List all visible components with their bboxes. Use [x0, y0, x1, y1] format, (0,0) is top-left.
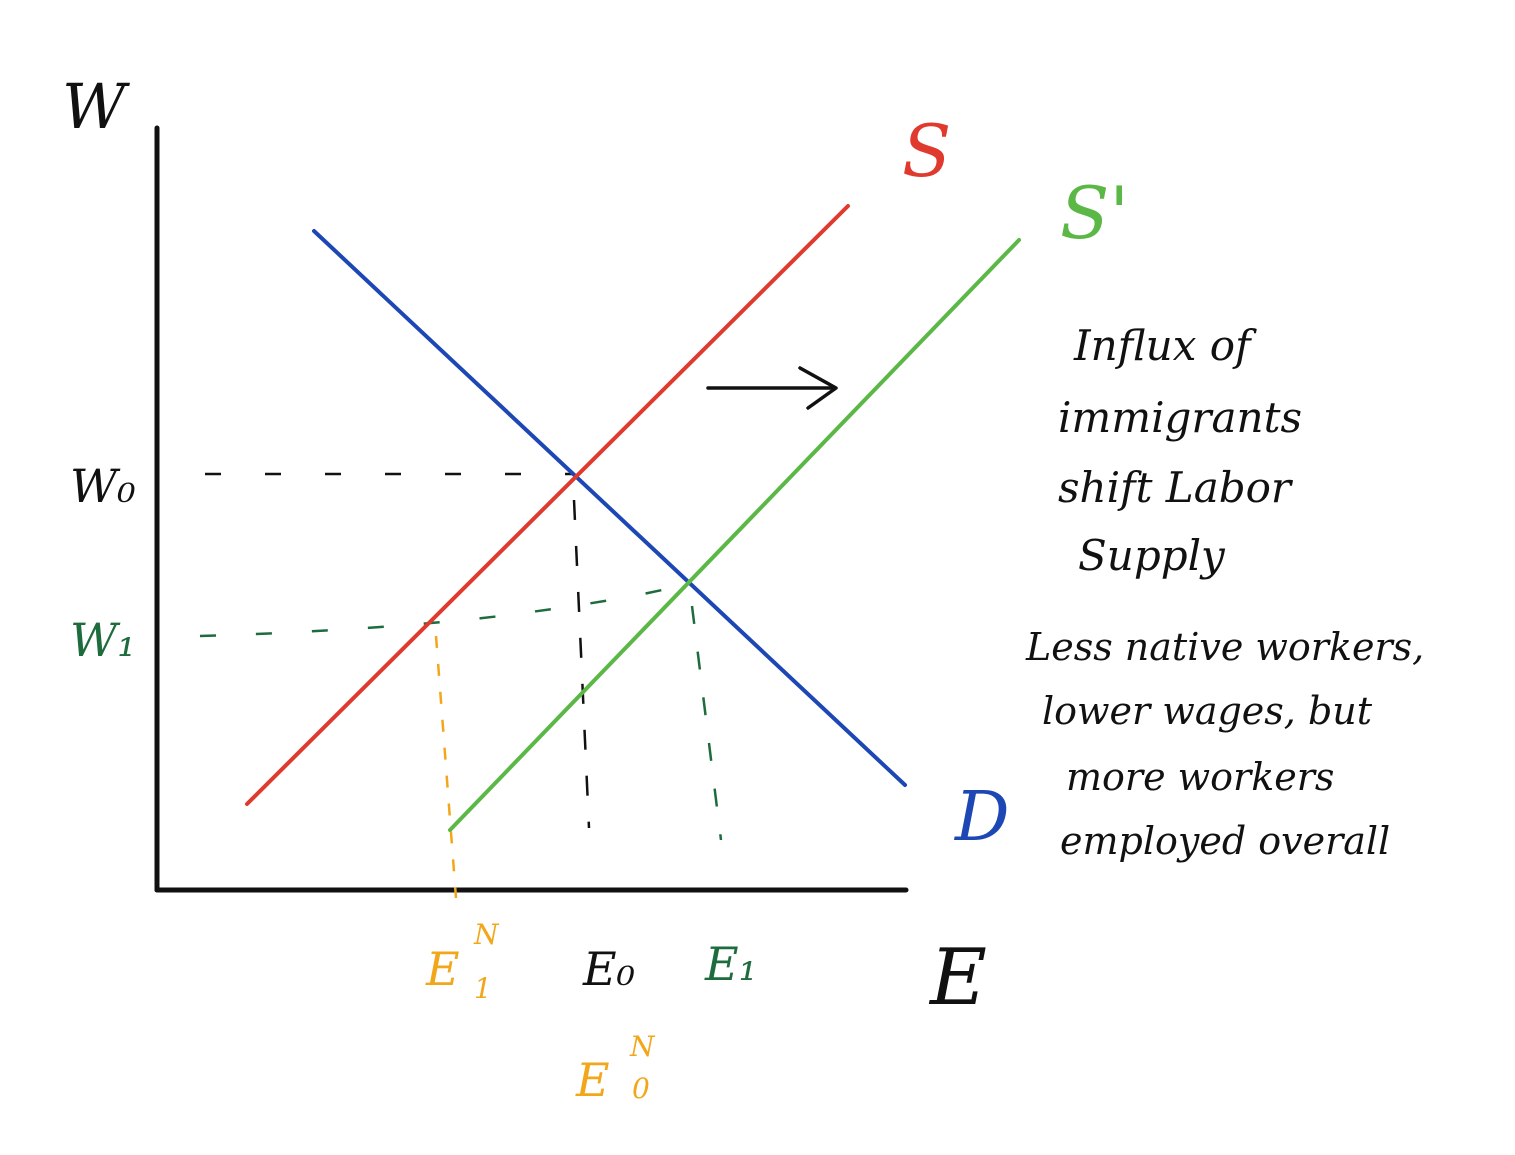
svg-text:E: E: [425, 942, 460, 996]
supply-label: S: [902, 109, 951, 193]
svg-text:N: N: [473, 918, 500, 951]
svg-text:N: N: [629, 1030, 656, 1063]
e1-label: E₁: [704, 937, 757, 991]
y-axis-label: W: [62, 70, 130, 143]
e1n-guide-line: [434, 635, 458, 899]
annotation-line-3: shift Labor: [1058, 463, 1294, 512]
x-axis-label: E: [928, 933, 987, 1023]
annotation-line-4: Supply: [1078, 531, 1226, 580]
w1-guide-line: [199, 582, 689, 638]
shifted-supply-label: S': [1060, 171, 1129, 255]
annotation-line-7: more workers: [1066, 755, 1334, 799]
e0-label: E₀: [582, 942, 635, 996]
shifted-supply-curve: [448, 238, 1021, 832]
demand-label: D: [953, 778, 1010, 857]
annotation-line-1: Influx of: [1073, 321, 1257, 370]
svg-text:1: 1: [474, 972, 492, 1005]
annotation-line-6: lower wages, but: [1042, 689, 1373, 733]
supply-curve: [245, 204, 850, 806]
svg-text:0: 0: [632, 1072, 650, 1105]
demand-curve: [312, 229, 907, 787]
shift-arrow-icon: [706, 366, 838, 410]
annotation-note: Influx of immigrants shift Labor Supply …: [1025, 321, 1424, 863]
svg-text:E: E: [575, 1053, 610, 1107]
annotation-line-8: employed overall: [1060, 819, 1390, 863]
w0-label: W₀: [70, 459, 136, 513]
e0-guide-line: [572, 499, 591, 829]
e0n-label: E N 0: [575, 1030, 656, 1107]
w1-label: W₁: [70, 613, 136, 667]
e1-guide-line: [690, 605, 723, 841]
annotation-line-2: immigrants: [1058, 393, 1302, 442]
annotation-line-5: Less native workers,: [1025, 625, 1424, 669]
e1n-label: E N 1: [425, 918, 500, 1005]
